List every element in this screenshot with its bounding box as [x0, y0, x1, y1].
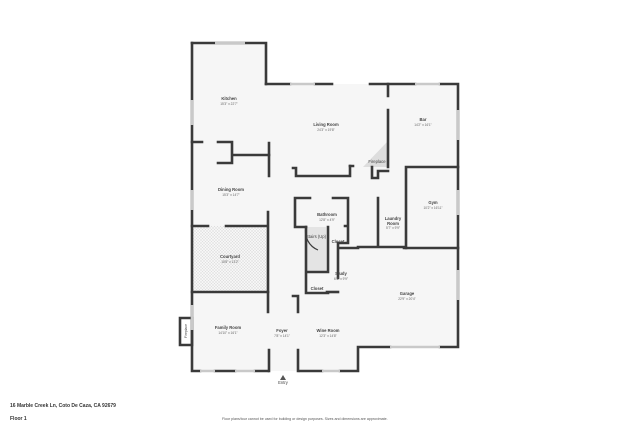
- room-kitchen: Kitchen 15'3" x 22'7": [220, 96, 237, 106]
- closet-label: Closet: [332, 239, 345, 244]
- svg-text:10'2" x 16'11": 10'2" x 16'11": [423, 206, 442, 210]
- svg-text:12'3" x 14'8": 12'3" x 14'8": [319, 334, 336, 338]
- room-bar: Bar 14'2" x 16'1": [414, 117, 431, 127]
- svg-text:22'9" x 20'4": 22'9" x 20'4": [398, 297, 415, 301]
- svg-text:12'8" x 4'9": 12'8" x 4'9": [319, 218, 335, 222]
- room-wine: Wine Room 12'3" x 14'8": [317, 328, 340, 338]
- room-dining: Dining Room 15'3" x 14'7": [218, 187, 244, 197]
- fireplace-hearth: [363, 141, 388, 167]
- svg-text:Foyer: Foyer: [276, 328, 288, 333]
- svg-text:Wine Room: Wine Room: [317, 328, 340, 333]
- svg-text:Laundry: Laundry: [385, 216, 402, 221]
- courtyard-hatch: [192, 226, 268, 292]
- stairs-label: Stairs (Up): [306, 234, 327, 239]
- entry-arrow-icon: [280, 375, 286, 380]
- svg-text:Family Room: Family Room: [215, 325, 242, 330]
- walls: [178, 41, 460, 373]
- svg-text:5'7" x 9'9": 5'7" x 9'9": [386, 226, 400, 230]
- room-foyer: Foyer 7'8" x 14'1": [274, 328, 290, 338]
- room-courtyard: Courtyard 15'8" x 13'2": [220, 254, 240, 264]
- svg-text:15'8" x 13'2": 15'8" x 13'2": [221, 260, 238, 264]
- floor-fill: [192, 43, 458, 371]
- svg-text:Garage: Garage: [400, 291, 415, 296]
- svg-text:7'8" x 14'1": 7'8" x 14'1": [274, 334, 290, 338]
- svg-text:Kitchen: Kitchen: [221, 96, 237, 101]
- address: 16 Marble Creek Ln, Coto De Caza, CA 926…: [10, 403, 116, 409]
- svg-text:14'2" x 16'1": 14'2" x 16'1": [414, 123, 431, 127]
- room-laundry: Laundry Room 5'7" x 9'9": [385, 216, 402, 230]
- svg-text:Room: Room: [387, 221, 399, 226]
- entry-label: Entry: [278, 380, 289, 385]
- windows: [190, 41, 460, 373]
- fireplace-label: Fireplace: [184, 324, 188, 338]
- room-garage: Garage 22'9" x 20'4": [398, 291, 415, 301]
- room-study: Study 6'9" x 9'9": [334, 271, 348, 281]
- room-living: Living Room 24'3" x 19'8": [313, 122, 339, 132]
- svg-text:Gym: Gym: [428, 200, 438, 205]
- floor-label: Floor 1: [10, 416, 27, 422]
- svg-text:14'10" x 16'1": 14'10" x 16'1": [218, 331, 237, 335]
- room-gym: Gym 10'2" x 16'11": [423, 200, 442, 210]
- disclaimer: Floor plans/tour cannot be used for buil…: [222, 417, 388, 421]
- svg-text:15'3" x 14'7": 15'3" x 14'7": [222, 193, 239, 197]
- svg-text:Bar: Bar: [420, 117, 427, 122]
- room-family: Family Room 14'10" x 16'1": [215, 325, 242, 335]
- svg-text:Study: Study: [335, 271, 347, 276]
- room-bathroom: Bathroom 12'8" x 4'9": [317, 212, 337, 222]
- svg-text:Living Room: Living Room: [313, 122, 339, 127]
- svg-text:6'9" x 9'9": 6'9" x 9'9": [334, 277, 348, 281]
- svg-text:Courtyard: Courtyard: [220, 254, 240, 259]
- fireplace-label: Fireplace: [368, 159, 386, 164]
- closet-label: Closet: [311, 286, 324, 291]
- svg-text:Dining Room: Dining Room: [218, 187, 244, 192]
- svg-text:15'3" x 22'7": 15'3" x 22'7": [220, 102, 237, 106]
- svg-text:Bathroom: Bathroom: [317, 212, 337, 217]
- svg-text:24'3" x 19'8": 24'3" x 19'8": [317, 128, 334, 132]
